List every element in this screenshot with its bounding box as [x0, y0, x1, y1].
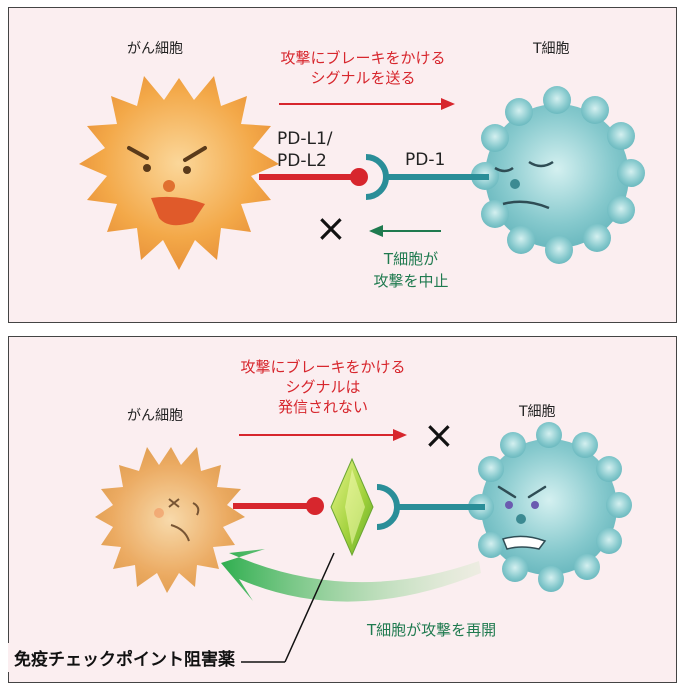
- signal-arrowhead-top: [441, 98, 455, 110]
- resume-attack-arrow: [221, 549, 481, 602]
- pd-1-label: PD-1: [405, 150, 446, 170]
- pd-1-cup: [365, 154, 389, 200]
- drug-label: 免疫チェックポイント阻害薬: [8, 643, 241, 672]
- t-cell-label-top: T細胞: [533, 41, 570, 57]
- panel-checkpoint-inhibitor: がん細胞 T細胞 攻撃にブレーキをかける シグナルは 発信されない × T細胞が…: [8, 336, 677, 683]
- cancer-cell-label-top: がん細胞: [127, 41, 183, 57]
- signal-arrowhead-bottom: [393, 429, 407, 441]
- t-cell-label-bottom: T細胞: [519, 404, 556, 420]
- pd-l1-label: PD-L1/ PD-L2: [277, 129, 333, 171]
- cancer-cell-label-bottom: がん細胞: [127, 408, 183, 424]
- pd-l1-head-bottom: [306, 497, 324, 515]
- stop-text: T細胞が 攻撃を中止: [373, 250, 449, 290]
- resume-text: T細胞が攻撃を再開: [367, 621, 497, 639]
- t-cell-top: [471, 86, 645, 264]
- drug-leader-line: [284, 552, 335, 663]
- blocked-x-bottom: ×: [423, 413, 455, 457]
- stop-arrowhead: [369, 225, 383, 237]
- cancer-cell-top: [79, 76, 279, 270]
- signal-text-top: 攻撃にブレーキをかける シグナルを送る: [280, 49, 446, 87]
- signal-text-bottom: 攻撃にブレーキをかける シグナルは 発信されない: [240, 358, 406, 416]
- top-diagram-canvas: [79, 76, 645, 270]
- blocked-x-top: ×: [315, 206, 347, 250]
- cancer-cell-bottom: [95, 447, 245, 593]
- pd-1-cup-bottom: [376, 484, 400, 530]
- pd-l1-head: [350, 168, 368, 186]
- bottom-diagram-canvas: [9, 422, 632, 663]
- t-cell-bottom: [468, 422, 632, 592]
- panel-pd1-binding: がん細胞 T細胞 攻撃にブレーキをかける シグナルを送る PD-L1/ PD-L…: [8, 7, 677, 323]
